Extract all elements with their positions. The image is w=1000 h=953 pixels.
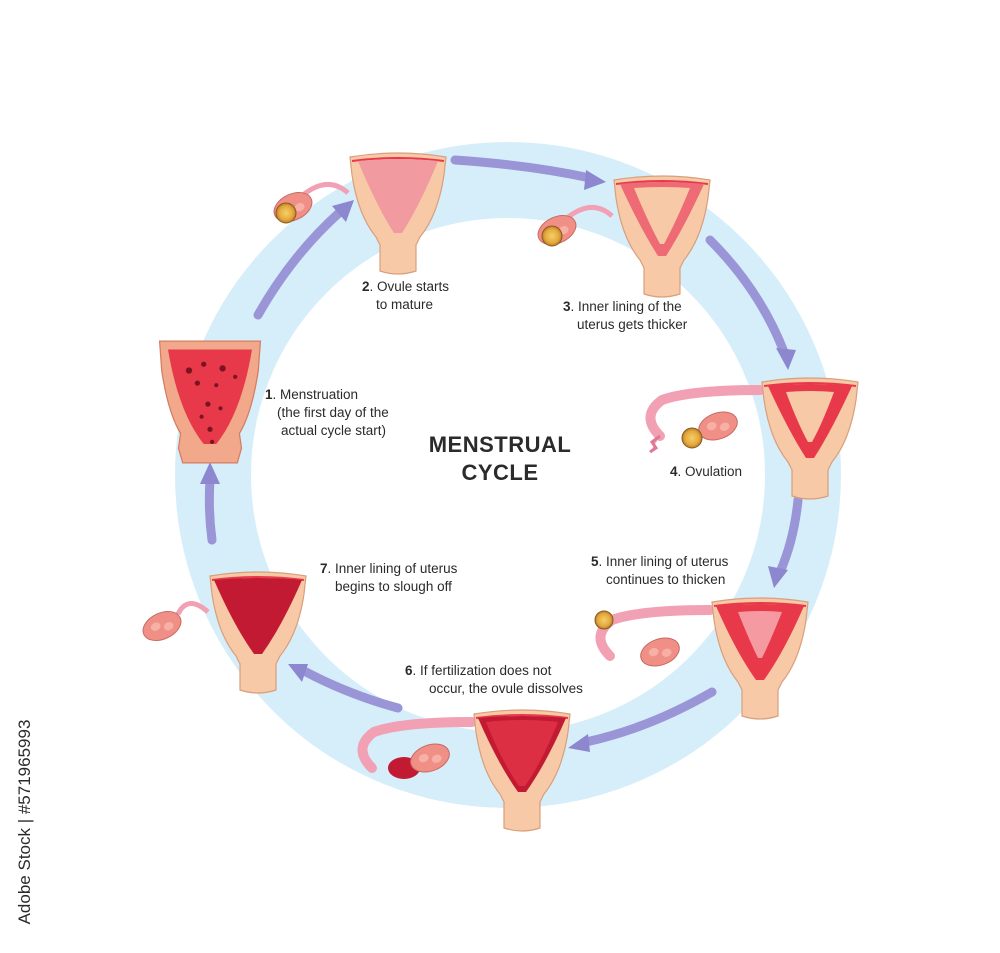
step-text: . Inner lining of uterus [598, 554, 729, 569]
step-text: . Inner lining of uterus [327, 561, 458, 576]
uterus-stage-6 [357, 709, 571, 832]
uterus-stage-7 [137, 571, 307, 694]
uterus-stage-1 [158, 340, 262, 464]
cycle-arrows [204, 155, 803, 747]
arrow-7-to-1 [204, 475, 217, 545]
arrow-5-to-6 [581, 687, 717, 747]
step-text: . Menstruation [272, 387, 359, 402]
uterus-stage-3 [532, 175, 711, 298]
step-label-7: 7. Inner lining of uterus begins to slou… [320, 560, 457, 596]
step-number: 4 [670, 464, 678, 479]
uterus-stage-2 [268, 152, 447, 275]
title-line-1: MENSTRUAL [428, 432, 572, 457]
step-label-5: 5. Inner lining of uterus continues to t… [591, 553, 728, 589]
step-number: 1 [265, 387, 273, 402]
arrow-2-to-3 [450, 155, 595, 183]
step-text: continues to thicken [606, 572, 726, 587]
step-label-4: 4. Ovulation [670, 463, 742, 481]
arrow-1-to-2 [253, 207, 345, 320]
arrow-4-to-5 [775, 495, 803, 577]
step-text: . If fertilization does not [412, 663, 552, 678]
step-label-6: 6. If fertilization does not occur, the … [405, 662, 583, 698]
step-text: . Ovulation [677, 464, 743, 479]
arrow-3-to-4 [705, 235, 789, 357]
title-line-2: CYCLE [461, 460, 539, 485]
step-label-1: 1. Menstruation (the first day of the ac… [265, 386, 389, 440]
stock-watermark: Adobe Stock | #571965993 [8, 712, 34, 938]
step-text: uterus gets thicker [577, 317, 688, 332]
step-text: begins to slough off [335, 579, 452, 594]
step-number: 6 [405, 663, 413, 678]
step-text: . Ovule starts [369, 279, 450, 294]
arrow-heads [200, 170, 796, 752]
step-number: 2 [362, 279, 370, 294]
step-text: to mature [376, 297, 434, 312]
step-number: 5 [591, 554, 599, 569]
watermark-text: Adobe Stock | #571965993 [15, 719, 34, 925]
step-number: 3 [563, 299, 571, 314]
step-number: 7 [320, 561, 328, 576]
uterus-stage-4 [645, 377, 859, 500]
step-label-2: 2. Ovule starts to mature [362, 278, 449, 314]
step-label-3: 3. Inner lining of the uterus gets thick… [563, 298, 687, 334]
step-text: (the first day of the [277, 405, 389, 420]
arrow-6-to-7 [301, 667, 403, 713]
step-text: occur, the ovule dissolves [429, 681, 583, 696]
step-text: . Inner lining of the [570, 299, 682, 314]
step-text: actual cycle start) [281, 423, 387, 438]
uterus-stage-5 [594, 597, 809, 720]
